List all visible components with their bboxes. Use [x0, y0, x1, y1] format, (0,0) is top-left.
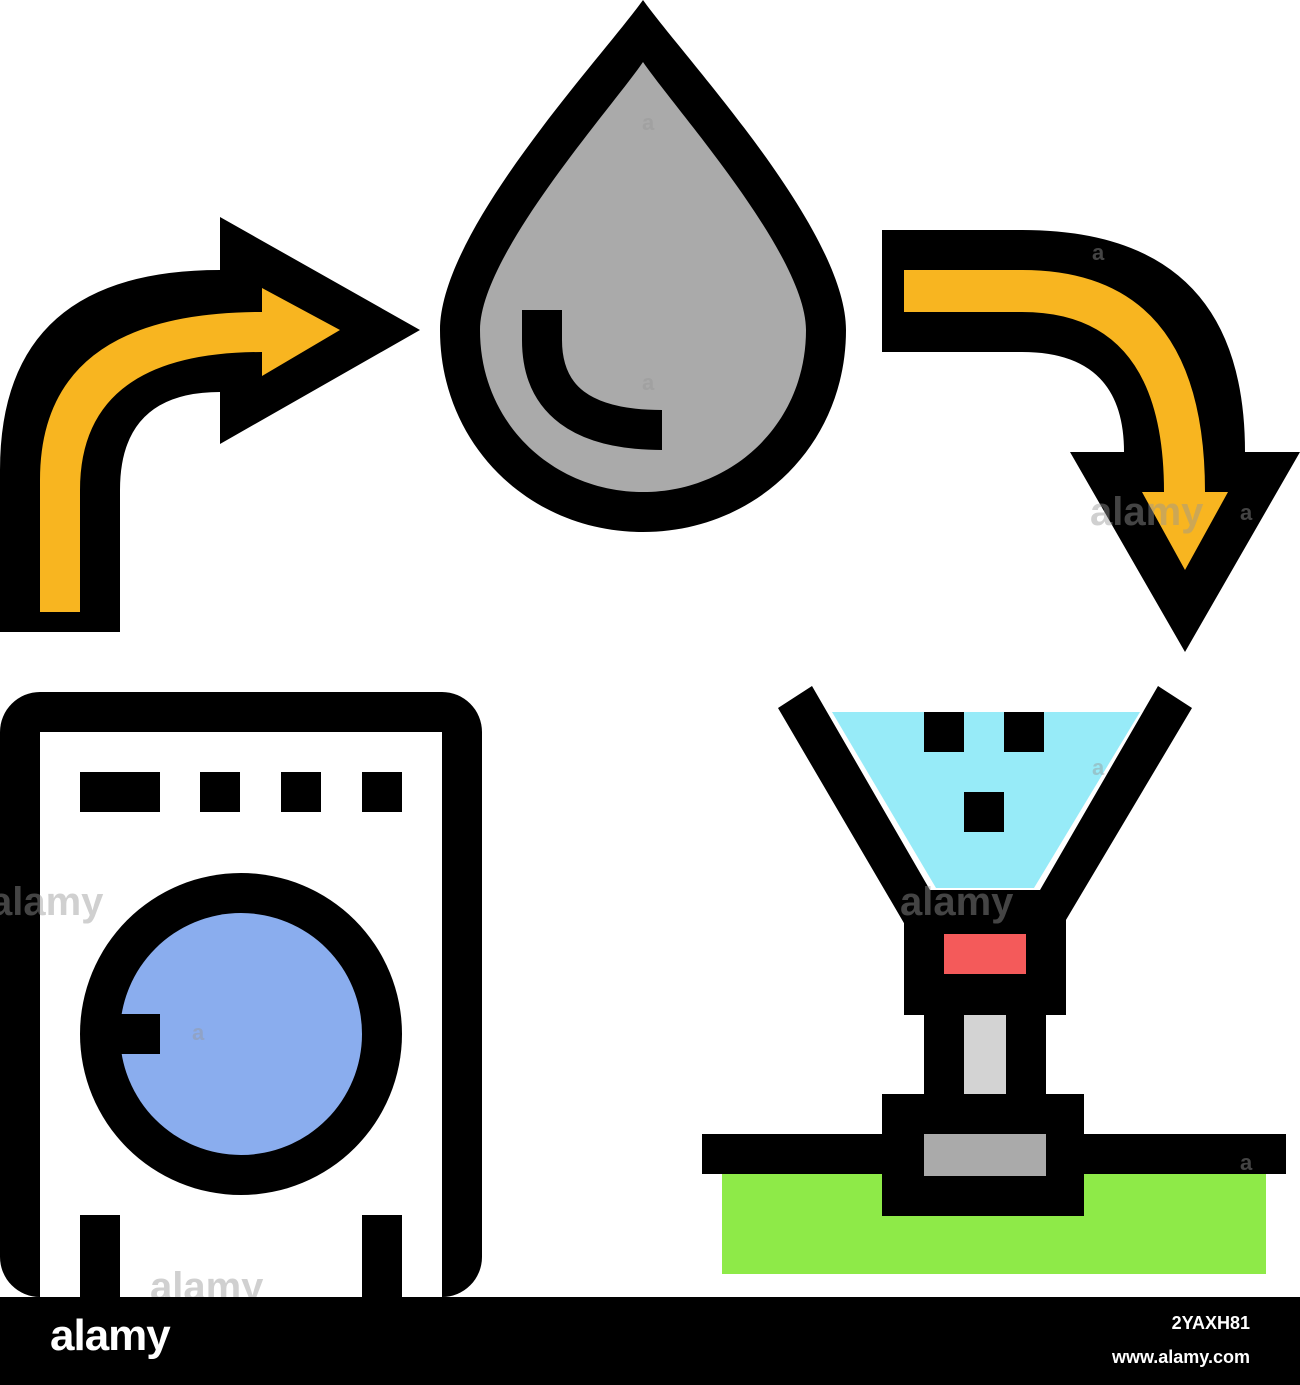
image-id: 2YAXH81: [1171, 1313, 1250, 1333]
water-particle: [1004, 712, 1044, 752]
control-button: [200, 772, 240, 812]
site-url: www.alamy.com: [1111, 1347, 1250, 1367]
curved-arrow-down-right-icon: [882, 230, 1300, 652]
funnel-filter-icon: [702, 686, 1286, 1274]
water-particle: [924, 712, 964, 752]
water-drop-icon: [440, 0, 846, 532]
control-panel-slot: [80, 772, 160, 812]
door-handle: [100, 1014, 160, 1054]
curved-arrow-up-right-icon: [0, 217, 420, 632]
water-particle: [964, 792, 1004, 832]
drum-glass: [120, 913, 362, 1155]
connector: [924, 1134, 1046, 1176]
machine-foot: [80, 1215, 120, 1297]
control-button: [281, 772, 321, 812]
pipe: [964, 1015, 1006, 1095]
valve: [944, 934, 1026, 974]
footer-bar: alamy 2YAXH81 www.alamy.com: [0, 1297, 1300, 1385]
machine-foot: [362, 1215, 402, 1297]
washing-machine-icon: [0, 692, 482, 1297]
control-button: [362, 772, 402, 812]
footer-logo: alamy: [50, 1311, 171, 1360]
